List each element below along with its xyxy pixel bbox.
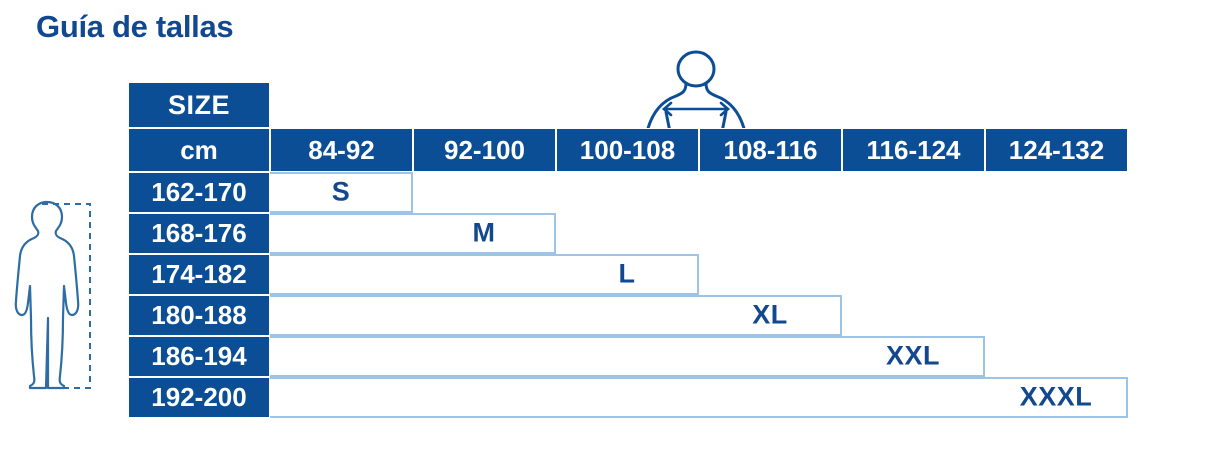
column-header-chest-2: 92-100: [413, 128, 556, 172]
column-header-chest-3: 100-108: [556, 128, 699, 172]
size-band-s: [270, 172, 413, 213]
standing-person-height-icon: [2, 198, 106, 394]
row-header-height-3: 174-182: [128, 254, 270, 295]
size-band-xxl: [270, 336, 985, 377]
row-header-height-6: 192-200: [128, 377, 270, 418]
row-header-height-4: 180-188: [128, 295, 270, 336]
table-header-size: SIZE: [128, 82, 270, 128]
column-header-chest-5: 116-124: [842, 128, 985, 172]
size-chart-table: SIZE cm 84-92 92-100 100-108 108-116 116…: [128, 82, 1128, 418]
column-header-chest-4: 108-116: [699, 128, 842, 172]
column-header-chest-6: 124-132: [985, 128, 1128, 172]
size-label-xxxl: XXXL: [1019, 381, 1093, 412]
size-label-m: M: [472, 217, 496, 248]
size-label-l: L: [618, 258, 636, 289]
size-label-s: S: [331, 176, 351, 207]
size-band-xxxl: [270, 377, 1128, 418]
size-label-xl: XL: [752, 299, 788, 330]
size-band-xl: [270, 295, 842, 336]
row-header-height-5: 186-194: [128, 336, 270, 377]
size-label-xxl: XXL: [885, 340, 941, 371]
size-band-m: [270, 213, 556, 254]
size-band-l: [270, 254, 699, 295]
page-title: Guía de tallas: [36, 9, 234, 44]
row-header-height-1: 162-170: [128, 172, 270, 213]
table-header-unit: cm: [128, 128, 270, 172]
row-header-height-2: 168-176: [128, 213, 270, 254]
column-header-chest-1: 84-92: [270, 128, 413, 172]
